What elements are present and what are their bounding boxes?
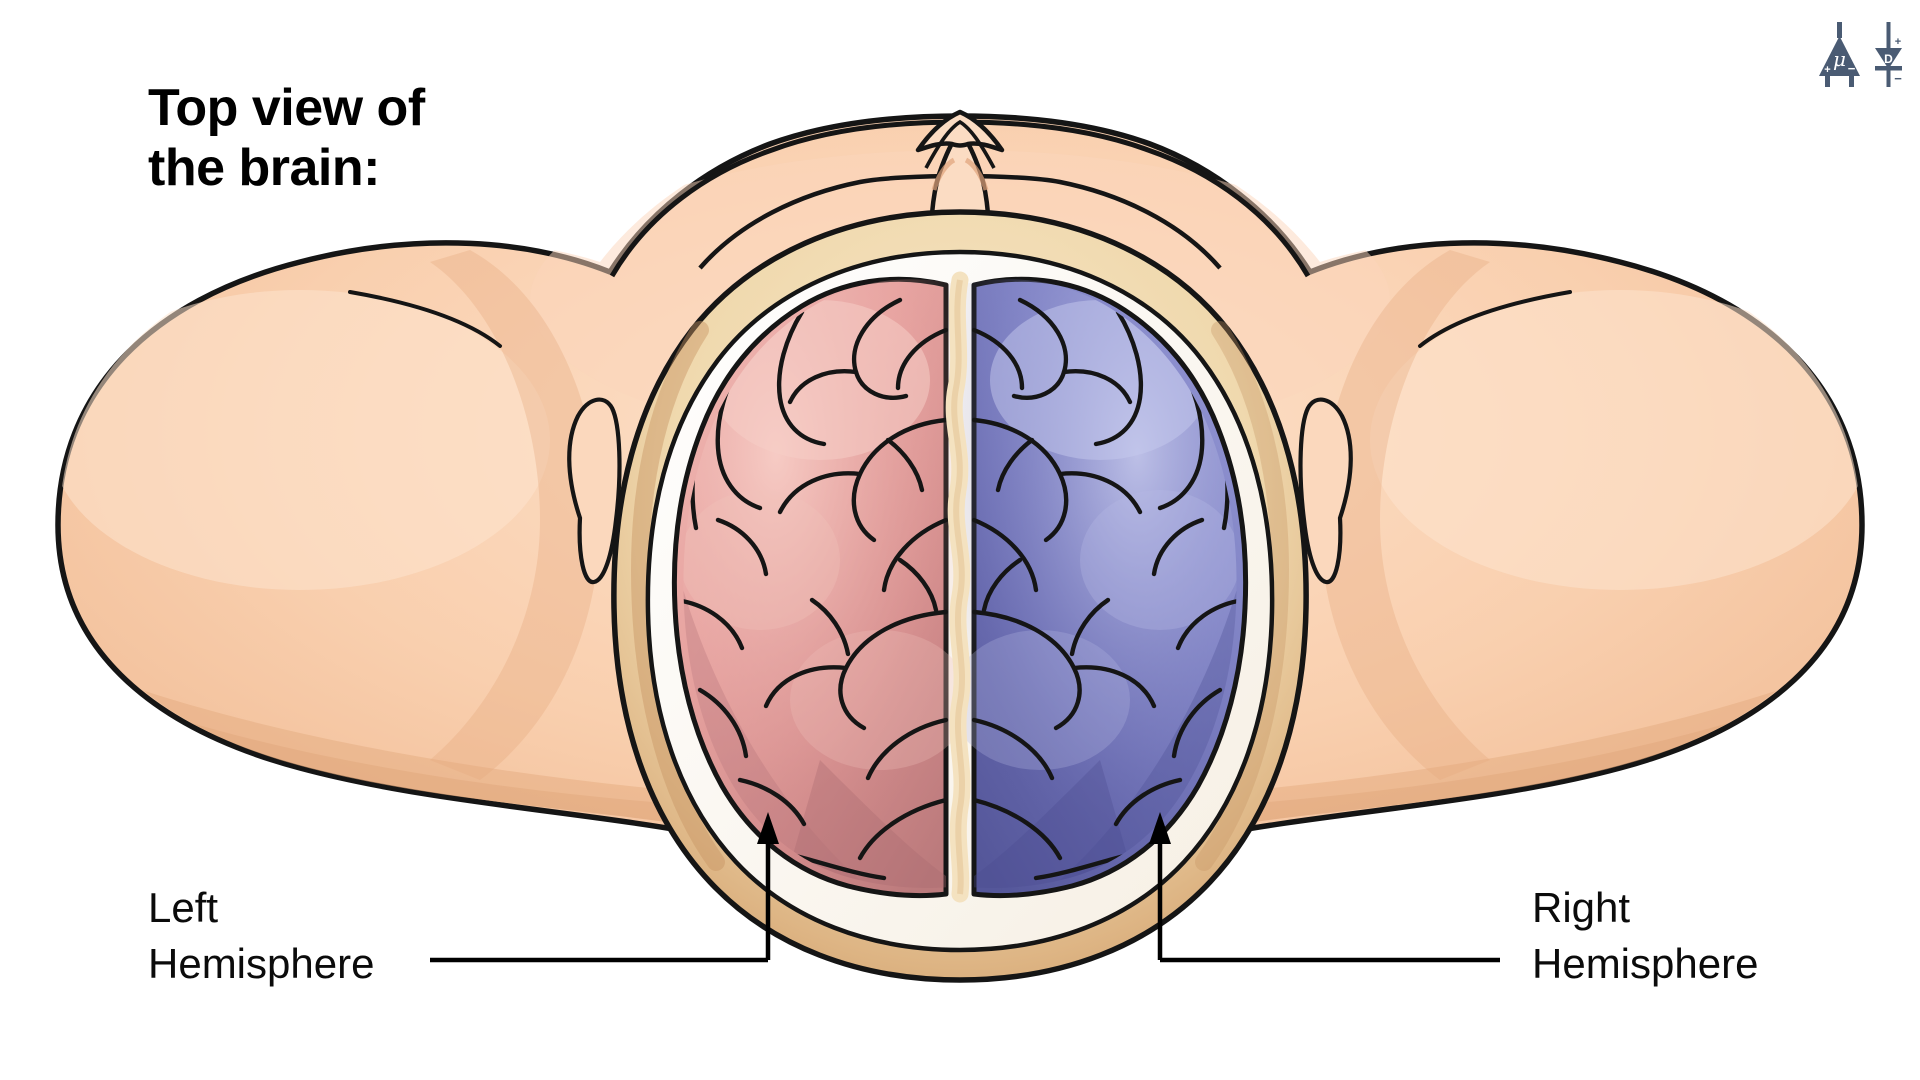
right-hemisphere-annotation xyxy=(1149,812,1500,963)
ear-right xyxy=(1298,397,1353,585)
diode-plus-glyph: + xyxy=(1895,36,1901,48)
right-hemisphere xyxy=(960,276,1249,899)
shoulder-crease-right xyxy=(1418,290,1572,348)
longitudinal-fissure xyxy=(945,271,971,903)
circuit-logo: μ + − D + − xyxy=(1819,22,1902,87)
nose-tip xyxy=(915,109,1005,153)
left-hemisphere-label-line-2: Hemisphere xyxy=(148,939,375,987)
right-hemisphere-arrow-head xyxy=(1149,812,1171,844)
diode-bar xyxy=(1875,66,1902,71)
nose-shade-left xyxy=(931,157,956,191)
ear-left xyxy=(567,397,622,585)
nose-ridge-line xyxy=(924,119,996,169)
bone-shade-right xyxy=(1195,321,1290,871)
left-hemisphere-label-line-1: Left xyxy=(148,884,219,931)
nose-shade-right xyxy=(964,157,989,191)
opamp-lead-right xyxy=(1849,76,1854,87)
diode-lead-top xyxy=(1886,22,1891,48)
right-hemisphere-label-line-2: Hemisphere xyxy=(1532,939,1759,987)
left-hemisphere-annotation xyxy=(430,812,779,963)
diode-lead-bottom xyxy=(1886,70,1891,87)
figure-title-line-1: Top view of xyxy=(148,79,425,137)
opamp-lead-left xyxy=(1825,76,1830,87)
bone-shade-left xyxy=(630,321,725,871)
opamp-lead-top xyxy=(1837,22,1842,38)
opamp-symbol: μ + − xyxy=(1819,22,1860,87)
opamp-plus-glyph: + xyxy=(1824,64,1830,76)
shoulder-crease-left xyxy=(348,290,502,348)
opamp-minus-glyph: − xyxy=(1848,61,1856,76)
opamp-triangle xyxy=(1819,36,1860,76)
figure-title-line-2: the brain: xyxy=(148,139,380,198)
right-hemisphere-label-line-1: Right xyxy=(1532,884,1631,931)
left-hemisphere-arrow-head xyxy=(757,812,779,844)
diode-letter-glyph: D xyxy=(1884,52,1893,66)
fissure-shade xyxy=(951,279,965,895)
diode-minus-glyph: − xyxy=(1894,71,1902,86)
diode-symbol: D + − xyxy=(1875,22,1902,87)
opamp-mu-glyph: μ xyxy=(1833,47,1846,71)
diode-triangle xyxy=(1875,48,1902,69)
